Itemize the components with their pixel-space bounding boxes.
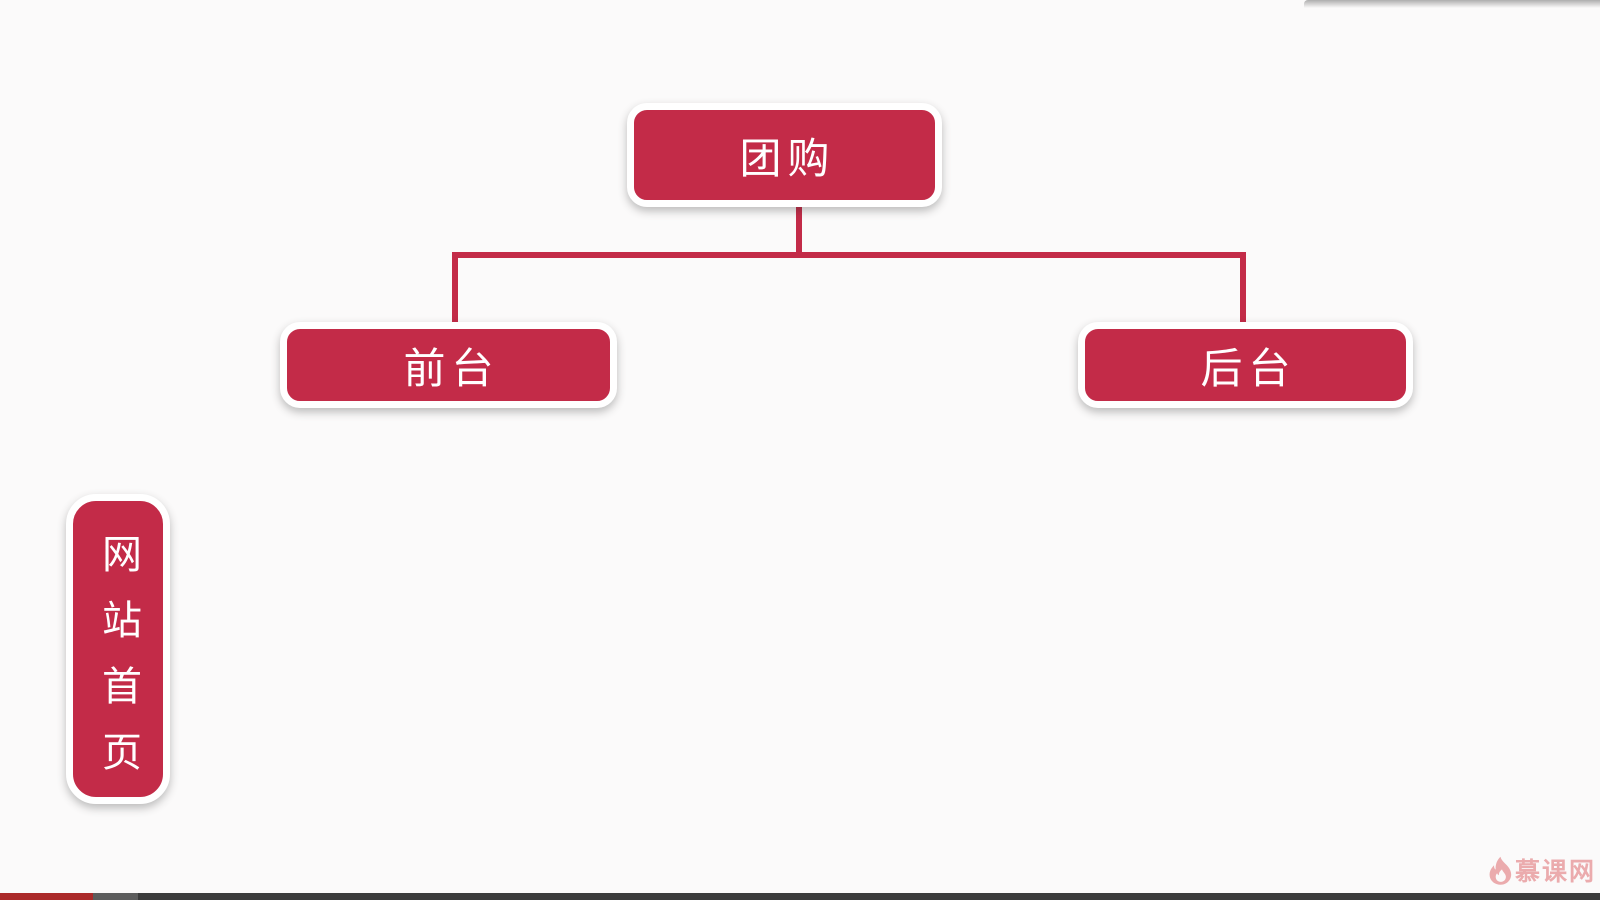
connector-root-stub xyxy=(796,200,802,256)
node-backend-label: 后台 xyxy=(1200,344,1297,392)
flame-icon xyxy=(1489,856,1512,885)
node-site-homepage-label: 网站首页 xyxy=(96,533,140,797)
watermark: 慕课网 xyxy=(1489,852,1596,888)
node-frontend-label: 前台 xyxy=(403,344,500,392)
connector-drop-right xyxy=(1240,252,1246,326)
top-edge-shadow xyxy=(1304,0,1600,8)
connector-drop-left xyxy=(452,252,458,326)
node-frontend[interactable]: 前台 xyxy=(280,322,617,408)
node-backend[interactable]: 后台 xyxy=(1078,322,1413,408)
node-site-homepage[interactable]: 网站首页 xyxy=(66,494,170,804)
progress-played xyxy=(0,893,93,900)
watermark-text: 慕课网 xyxy=(1514,858,1596,886)
node-group-buy-label: 团购 xyxy=(739,134,836,182)
connector-horizontal xyxy=(452,252,1246,258)
video-progress-bar[interactable] xyxy=(0,893,1600,900)
node-group-buy[interactable]: 团购 xyxy=(627,103,942,207)
